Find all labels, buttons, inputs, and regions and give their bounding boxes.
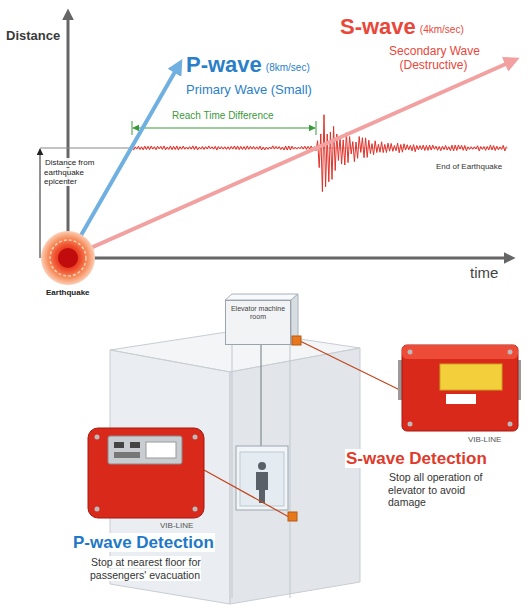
label-holder: VIB-LINE <box>160 521 193 531</box>
wave-name: S-wave <box>340 14 416 39</box>
axis-title: Distance <box>6 28 60 43</box>
distance-arrow <box>40 250 41 258</box>
detection-title: S-wave Detection <box>345 449 488 468</box>
screw <box>193 507 198 512</box>
shaft-wall <box>290 345 291 598</box>
leader-line <box>204 470 289 517</box>
shaft-wall <box>232 345 233 598</box>
label-holder: time <box>470 264 498 282</box>
product-name: VIB-LINE <box>160 521 193 530</box>
detector-plate <box>446 394 476 404</box>
panel-switch <box>130 442 140 448</box>
epicenter-burst <box>41 231 95 285</box>
label-holder: P-wave <box>186 52 262 78</box>
seismic-wave <box>132 115 506 192</box>
label-holder: VIB-LINE <box>468 435 501 445</box>
screw <box>95 507 100 512</box>
p-wave-detector <box>88 428 204 518</box>
label-holder: P-wave Detection <box>72 533 215 553</box>
detection-title: P-wave Detection <box>72 533 215 552</box>
epicenter-burst <box>50 240 86 276</box>
p-wave-sensor <box>288 512 297 521</box>
passenger <box>256 472 268 503</box>
screw <box>508 422 513 427</box>
screw <box>508 350 513 355</box>
distance-guide <box>40 148 132 149</box>
label-holder: Stop all operation of elevator to avoid … <box>388 471 492 509</box>
warning-sticker <box>440 364 502 390</box>
wave-name: P-wave <box>186 52 262 77</box>
detector-lid <box>402 345 518 359</box>
label-holder: End of Earthquake <box>436 162 502 172</box>
x-axis <box>68 257 506 260</box>
time-tick <box>316 121 317 135</box>
detection-description: Stop all operation of elevator to avoid … <box>388 471 482 508</box>
end-note: End of Earthquake <box>436 162 502 171</box>
label-holder: Stop at nearest floor for passengers' ev… <box>90 556 230 581</box>
epicenter-label: Earthquake <box>46 288 90 297</box>
screw <box>408 422 413 427</box>
axis-title: time <box>470 264 498 281</box>
distance-arrow <box>40 149 41 250</box>
panel-switch <box>114 452 140 458</box>
elevator-car <box>236 446 288 510</box>
detection-description: Stop at nearest floor for passengers' ev… <box>90 556 201 581</box>
label-holder: Primary Wave (Small) <box>186 82 312 98</box>
panel-switch <box>114 442 124 448</box>
s-wave-detector <box>402 345 518 431</box>
product-name: VIB-LINE <box>468 435 501 444</box>
s-wave-arrow <box>68 63 508 258</box>
time-difference-label: Reach Time Difference <box>172 110 274 121</box>
label-holder: Distance from earthquake epicenter <box>44 158 104 187</box>
leader-line <box>300 341 404 392</box>
wave-description: Secondary Wave (Destructive) <box>388 44 480 72</box>
panel-label <box>146 442 176 458</box>
car-interior <box>240 452 284 506</box>
screw <box>95 435 100 440</box>
label-holder: S-wave Detection <box>345 449 488 469</box>
machine-room-box: Elevator machine room <box>225 300 291 345</box>
label-holder: (4km/sec) <box>420 24 464 36</box>
box-label: Elevator machine room <box>229 305 287 322</box>
label-holder: S-wave <box>340 14 416 40</box>
s-wave-sensor <box>292 336 301 345</box>
label-holder: Distance <box>6 28 60 44</box>
building-right-face <box>230 348 360 604</box>
y-axis <box>67 18 70 258</box>
label-holder: (8km/sec) <box>266 62 310 74</box>
label-holder: Reach Time Difference <box>172 110 274 122</box>
label-holder: Earthquake <box>46 288 90 298</box>
label-holder: Secondary Wave (Destructive) <box>386 44 482 73</box>
time-tick <box>132 121 133 135</box>
distance-note: Distance from earthquake epicenter <box>44 158 94 186</box>
time-difference-arrow <box>133 128 315 129</box>
epicenter-core <box>58 248 78 268</box>
passenger <box>258 462 266 470</box>
screw <box>193 435 198 440</box>
screw <box>408 350 413 355</box>
detector-panel <box>108 436 182 464</box>
seismic-wave <box>132 115 506 192</box>
wave-speed: (4km/sec) <box>420 24 464 35</box>
wave-speed: (8km/sec) <box>266 62 310 73</box>
wave-description: Primary Wave (Small) <box>186 82 312 97</box>
hoist-rope <box>261 345 262 446</box>
